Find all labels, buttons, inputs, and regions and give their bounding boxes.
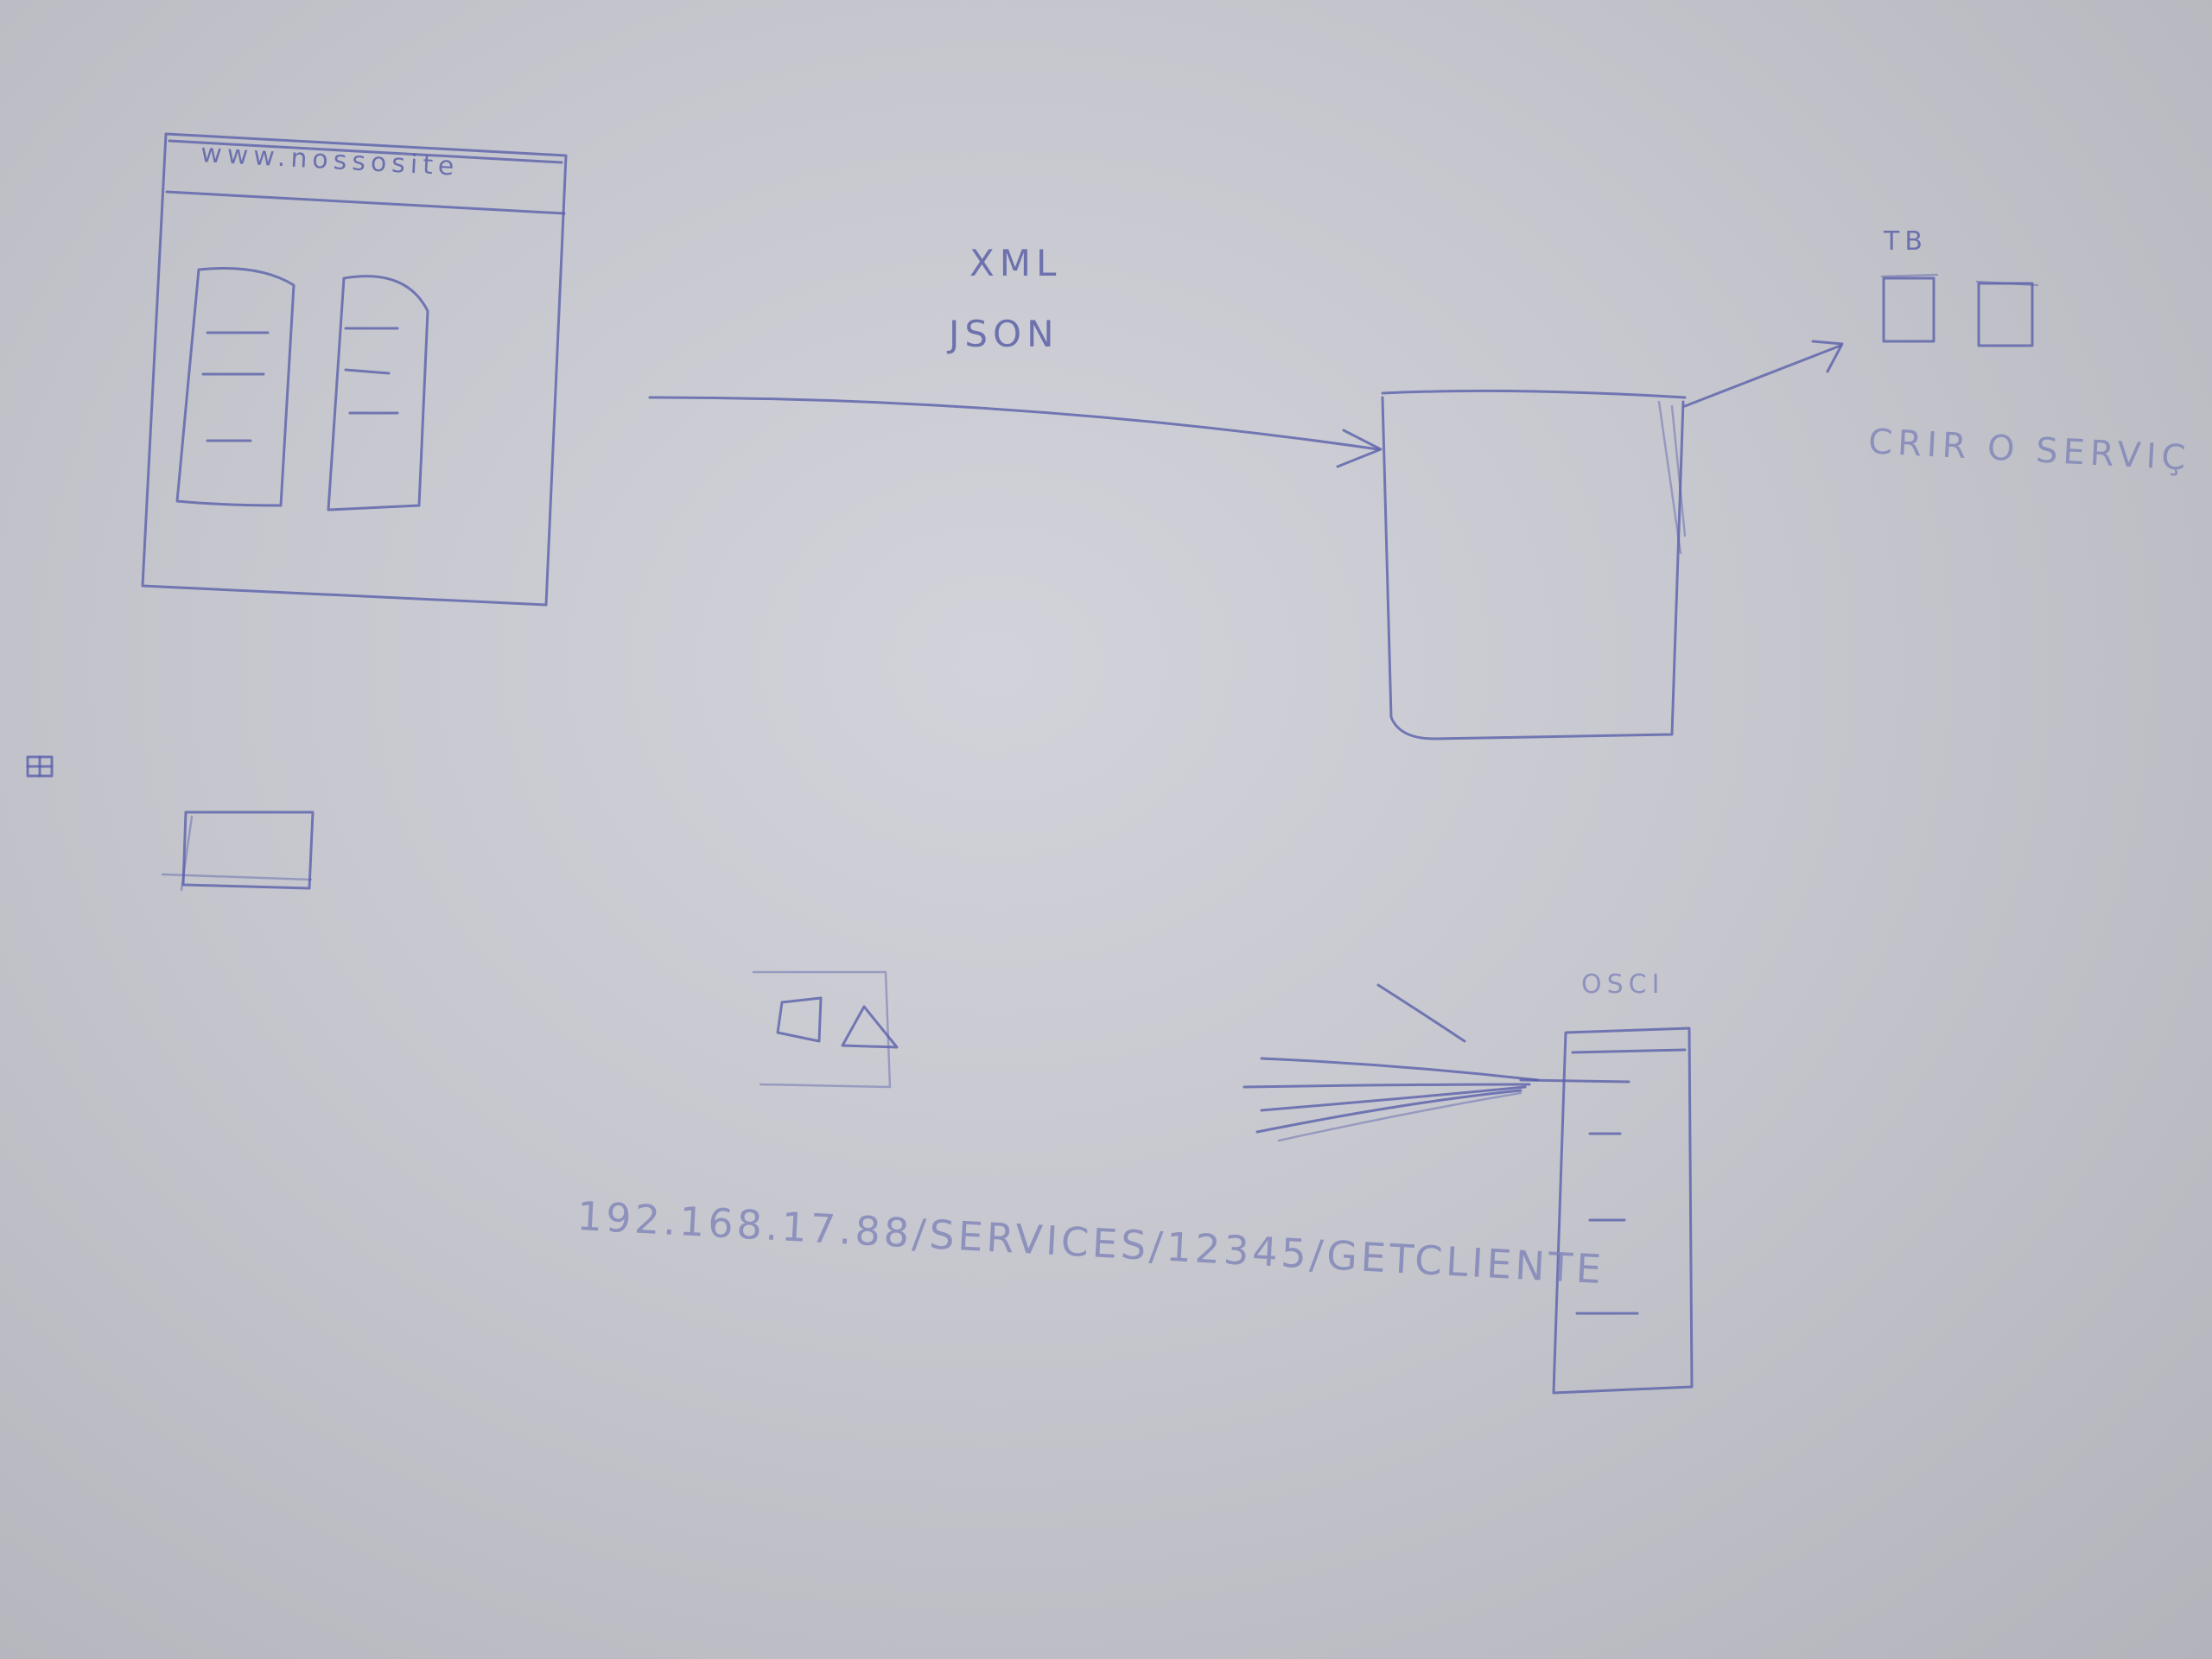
small-rectangle-sketch (161, 810, 315, 892)
service-boxes (1880, 273, 2039, 347)
content-column-right (327, 275, 429, 512)
database-table-sketch (1243, 983, 1694, 1395)
format-json-label: JSON (949, 313, 1059, 355)
services-label: TB (1884, 226, 1928, 257)
content-column-left (175, 267, 296, 507)
database-label: OSCI (1581, 969, 1665, 1000)
server-box-sketch (1381, 340, 1844, 741)
mini-device-sketch (752, 970, 899, 1089)
browser-window-sketch (141, 132, 568, 607)
format-xml-label: XML (969, 242, 1062, 284)
request-arrow (648, 396, 1382, 468)
